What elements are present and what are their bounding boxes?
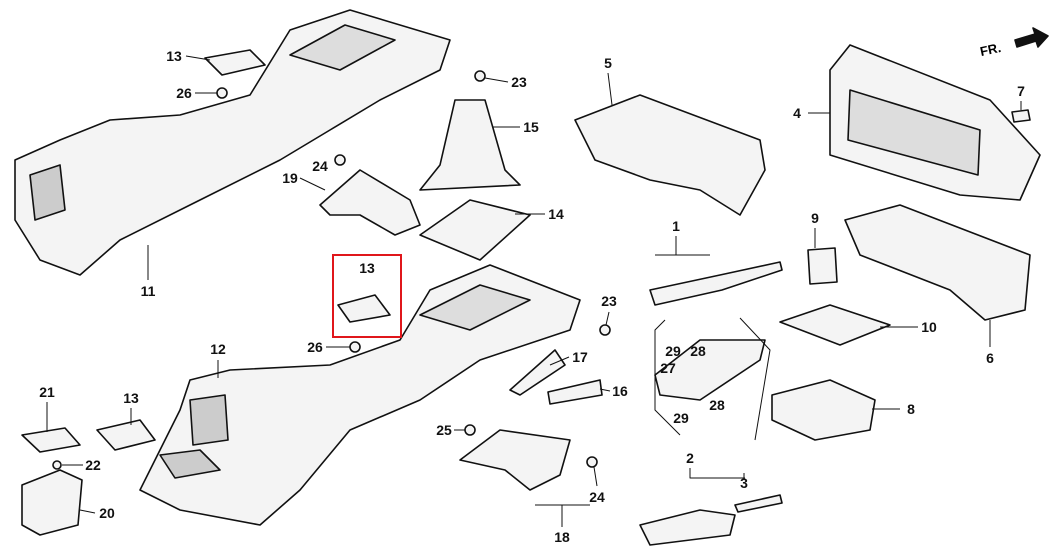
callout-9[interactable]: 9 (811, 210, 819, 226)
callout-21[interactable]: 21 (39, 384, 55, 400)
callout-7[interactable]: 7 (1017, 83, 1025, 99)
leader-lines (46, 55, 1022, 527)
callout-12[interactable]: 12 (210, 341, 226, 357)
callout-15[interactable]: 15 (523, 119, 539, 135)
console-lower-tray (159, 449, 221, 479)
trim-part-16 (547, 379, 603, 405)
callout-16[interactable]: 16 (612, 383, 628, 399)
cover-part-13-left (96, 419, 156, 451)
callout-23[interactable]: 23 (511, 74, 527, 90)
callout-19[interactable]: 19 (282, 170, 298, 186)
callout-3[interactable]: 3 (740, 475, 748, 491)
ashtray-part-8 (771, 379, 876, 441)
plate-part-9 (807, 247, 838, 285)
callout-24[interactable]: 24 (312, 158, 328, 174)
cover-part-13-top (204, 49, 266, 76)
bracket-part-19 (319, 169, 421, 236)
callout-18[interactable]: 18 (554, 529, 570, 545)
callout-24[interactable]: 24 (589, 489, 605, 505)
console-upper-pocket (29, 164, 66, 221)
bolt-part-23-top (474, 70, 486, 82)
clip-part-21 (21, 427, 81, 453)
console-lower-opening (419, 284, 531, 331)
front-direction-arrow (1014, 27, 1049, 48)
bracket-part-18 (459, 429, 571, 491)
plate-part-14 (419, 199, 531, 261)
callout-5[interactable]: 5 (604, 55, 612, 71)
bolt-part-23-lower (599, 324, 611, 336)
lighter-assembly-part-2 (639, 509, 736, 546)
callout-2[interactable]: 2 (686, 450, 694, 466)
panel-part-6 (844, 204, 1031, 321)
console-upper-part-11 (14, 9, 451, 276)
lighter-assembly-part-1 (649, 261, 783, 306)
callout-26[interactable]: 26 (176, 85, 192, 101)
callout-29[interactable]: 29 (665, 343, 681, 359)
callout-13-highlighted[interactable]: 13 (359, 260, 375, 276)
callout-11[interactable]: 11 (140, 283, 156, 299)
box-part-20 (21, 469, 83, 536)
lighter-assembly-part-27 (654, 339, 766, 401)
bracket-part-10 (779, 304, 891, 346)
callout-28[interactable]: 28 (709, 397, 725, 413)
callout-25[interactable]: 25 (436, 422, 452, 438)
bolt-part-24-top (334, 154, 346, 166)
trim-part-17 (509, 349, 566, 396)
bolt-part-24-lower (586, 456, 598, 468)
callout-13[interactable]: 13 (166, 48, 182, 64)
highlight-box-part-13 (332, 254, 402, 338)
callout-27[interactable]: 27 (660, 360, 676, 376)
callout-8[interactable]: 8 (907, 401, 915, 417)
callout-28[interactable]: 28 (690, 343, 706, 359)
clip-part-7 (1011, 109, 1031, 123)
callout-17[interactable]: 17 (572, 349, 588, 365)
bolt-part-22 (52, 460, 62, 470)
cover-part-13-highlighted (337, 294, 391, 323)
callout-20[interactable]: 20 (99, 505, 115, 521)
callout-10[interactable]: 10 (921, 319, 937, 335)
harness-part-3 (734, 494, 783, 513)
bolt-part-26-top (216, 87, 228, 99)
console-lower-pocket (189, 394, 229, 446)
callout-29[interactable]: 29 (673, 410, 689, 426)
callout-13[interactable]: 13 (123, 390, 139, 406)
panel-part-5 (574, 94, 766, 216)
console-upper-opening (289, 24, 396, 71)
bolt-part-26-lower (349, 341, 361, 353)
callout-23[interactable]: 23 (601, 293, 617, 309)
pocket-opening (847, 89, 981, 176)
callout-14[interactable]: 14 (548, 206, 564, 222)
callout-22[interactable]: 22 (85, 457, 101, 473)
bolt-part-25 (464, 424, 476, 436)
callout-4[interactable]: 4 (793, 105, 801, 121)
callout-1[interactable]: 1 (672, 218, 680, 234)
callout-6[interactable]: 6 (986, 350, 994, 366)
callout-26[interactable]: 26 (307, 339, 323, 355)
shift-boot-part-15 (419, 99, 521, 191)
